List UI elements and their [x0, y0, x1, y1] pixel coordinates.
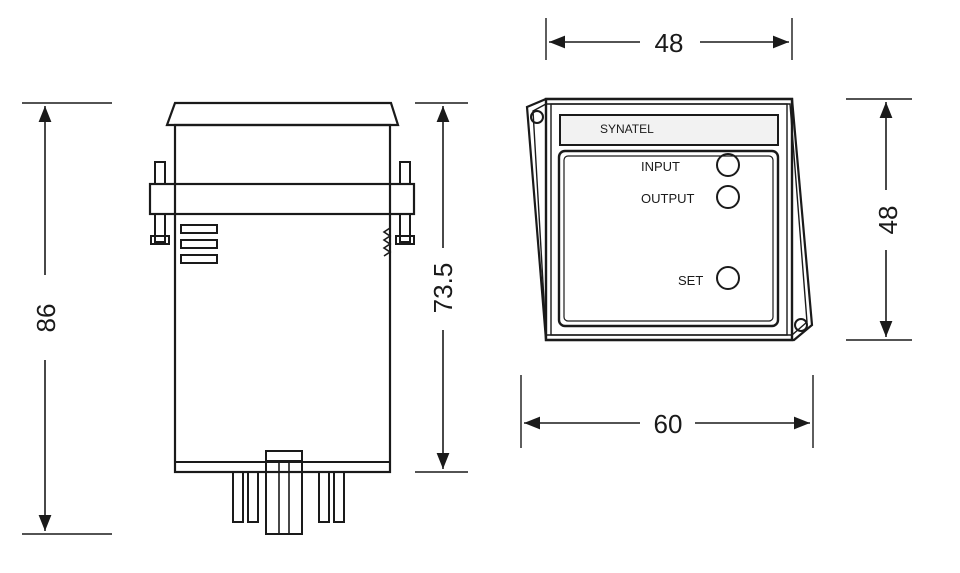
input-label: INPUT	[641, 159, 680, 174]
dimension-48-height-label: 48	[873, 206, 903, 235]
dimension-86-label: 86	[31, 304, 61, 333]
dimension-73-5-label: 73.5	[428, 263, 458, 314]
mounting-collar	[148, 182, 416, 216]
dimension-60-label: 60	[654, 409, 683, 439]
input-led-icon	[716, 153, 740, 177]
right-clip	[382, 161, 415, 257]
front-bezel	[544, 97, 794, 342]
dimension-86: 86	[22, 102, 112, 535]
dimension-48-height: 48	[846, 98, 912, 341]
vent-slots	[180, 224, 218, 264]
mounting-hole-bottom-right	[794, 318, 808, 332]
output-label: OUTPUT	[641, 191, 695, 206]
set-label: SET	[678, 273, 703, 288]
output-led-icon	[716, 185, 740, 209]
front-window	[557, 149, 780, 328]
top-cap	[165, 101, 400, 127]
left-clip	[150, 161, 170, 245]
brand-label: SYNATEL	[600, 122, 654, 136]
dimension-48-width-label: 48	[655, 28, 684, 58]
relay-body	[173, 123, 392, 474]
side-view: 86 73.5	[22, 101, 468, 535]
front-view: SYNATEL INPUT OUTPUT SET 48 48	[520, 18, 912, 448]
brand-strip	[559, 114, 779, 146]
base-pins	[232, 450, 345, 535]
center-key-pin	[265, 461, 303, 535]
dimension-73-5: 73.5	[415, 102, 468, 473]
mounting-hole-top-left	[530, 110, 544, 124]
set-button-icon	[716, 266, 740, 290]
dimension-60: 60	[520, 375, 814, 448]
dimension-48-width: 48	[545, 18, 793, 60]
